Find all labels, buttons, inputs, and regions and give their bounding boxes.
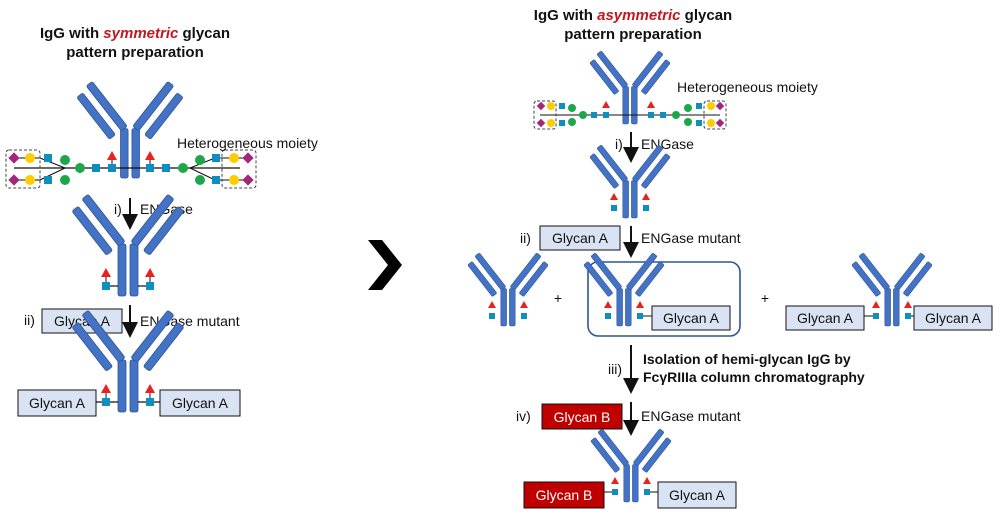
right-step-iv-glycan-label: Glycan B xyxy=(554,409,611,425)
right-step-ii-number: ii) xyxy=(520,230,531,246)
right-step-iii-number: iii) xyxy=(608,361,622,377)
mixture-right-glycan-box-left: Glycan A xyxy=(785,305,865,331)
left-step-ii-glycan-box: Glycan A xyxy=(41,308,123,334)
mixture-plus-2: + xyxy=(761,290,769,306)
right-step-iii-line1: Isolation of hemi-glycan IgG by xyxy=(643,351,851,367)
left-antibody-final xyxy=(72,310,184,413)
left-heterogeneous-label: Heterogeneous moiety xyxy=(177,135,318,151)
left-title-line1: IgG with symmetric glycan xyxy=(40,25,230,42)
right-antibody-core xyxy=(589,145,671,219)
left-step-i-number: i) xyxy=(114,201,122,217)
mixture-right-glycan-right-label: Glycan A xyxy=(925,310,982,326)
mixture-antibody-1 xyxy=(467,253,549,327)
right-step-ii-glycan-label: Glycan A xyxy=(552,230,609,246)
left-final-glycan-box-left: Glycan A xyxy=(17,389,97,417)
left-antibody-core xyxy=(72,194,184,297)
mixture-middle-glycan-box: Glycan A xyxy=(651,305,731,331)
right-panel: IgG with asymmetric glycan pattern prepa… xyxy=(467,7,993,509)
right-final-glycan-box-right: Glycan A xyxy=(657,481,737,509)
mixture-right-glycan-box-right: Glycan A xyxy=(913,305,993,331)
right-step-i-number: i) xyxy=(615,136,623,152)
left-glycan-chains xyxy=(5,149,257,189)
right-step-iv-number: iv) xyxy=(516,408,531,424)
right-title-line2: pattern preparation xyxy=(564,26,702,43)
left-step-ii-number: ii) xyxy=(24,312,35,328)
mixture-antibody-2 xyxy=(583,253,665,327)
right-glycan-chains xyxy=(533,100,727,130)
right-step-i-label: ENGase xyxy=(641,136,694,152)
right-final-glycan-box-left: Glycan B xyxy=(523,481,605,509)
left-title-line2: pattern preparation xyxy=(66,44,204,61)
transition-arrow xyxy=(368,240,402,290)
right-heterogeneous-label: Heterogeneous moiety xyxy=(677,79,818,95)
left-final-glycan-right-label: Glycan A xyxy=(172,395,229,411)
right-antibody-final xyxy=(590,429,672,503)
left-final-glycan-box-right: Glycan A xyxy=(159,389,241,417)
mixture-plus-1: + xyxy=(554,290,562,306)
right-final-glycan-left-label: Glycan B xyxy=(536,487,593,503)
right-title-line1: IgG with asymmetric glycan xyxy=(534,7,732,24)
right-antibody-heterogeneous xyxy=(589,51,671,125)
left-final-glycan-left-label: Glycan A xyxy=(29,395,86,411)
left-antibody-heterogeneous xyxy=(77,81,183,179)
right-step-ii-glycan-box: Glycan A xyxy=(539,225,621,251)
right-step-iv-label: ENGase mutant xyxy=(641,408,741,424)
left-panel: IgG with symmetric glycan pattern prepar… xyxy=(5,25,318,417)
right-step-iii-line2: FcγRIIIa column chromatography xyxy=(643,369,865,385)
right-step-iv-glycan-box: Glycan B xyxy=(541,403,623,430)
right-final-glycan-right-label: Glycan A xyxy=(669,487,726,503)
mixture-middle-glycan-label: Glycan A xyxy=(663,310,720,326)
hemi-glycan-highlight-box xyxy=(587,261,741,337)
mixture-right-glycan-left-label: Glycan A xyxy=(797,310,854,326)
mixture-antibody-3 xyxy=(851,253,933,327)
right-step-ii-label: ENGase mutant xyxy=(641,230,741,246)
